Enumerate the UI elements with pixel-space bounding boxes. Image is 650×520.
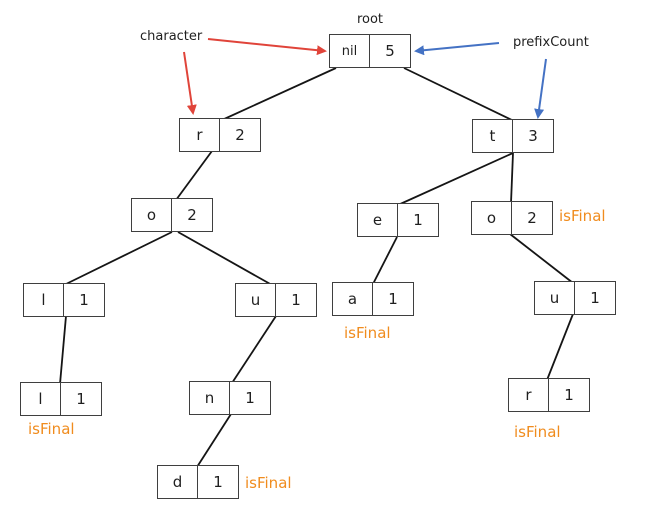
tree-edge-u-n (231, 315, 277, 384)
node-count-value: 1 (590, 288, 600, 307)
is-final-label-o-right: isFinal (559, 207, 606, 225)
is-final-label-r-leaf: isFinal (514, 423, 561, 441)
node-char-value: l (21, 383, 61, 415)
tree-edge-l-l (59, 315, 67, 385)
node-count-value: 5 (385, 41, 395, 60)
node-char-value: l (24, 284, 64, 316)
node-char-value: nil (330, 35, 370, 67)
tree-edge-o-u (177, 231, 273, 286)
node-count-value: 1 (388, 289, 398, 308)
node-char-value: o (132, 199, 172, 231)
node-count-value: 2 (187, 205, 197, 224)
trie-node-o-right: o 2 (471, 201, 553, 235)
node-count-value: 1 (213, 472, 223, 491)
tree-edges (59, 67, 574, 468)
tree-edge-o-l (63, 231, 173, 286)
trie-node-n: n 1 (189, 381, 271, 415)
node-count-value: 2 (235, 125, 245, 144)
node-count-value: 3 (528, 126, 538, 145)
trie-node-e: e 1 (357, 203, 439, 237)
trie-node-l-upper: l 1 (23, 283, 105, 317)
node-char-value: r (180, 119, 220, 151)
node-char-value: d (158, 466, 198, 498)
is-final-label-d: isFinal (245, 474, 292, 492)
tree-edge-root-t (403, 67, 515, 122)
root-label: root (356, 12, 384, 27)
trie-node-l-lower: l 1 (20, 382, 102, 416)
node-char-value: a (333, 283, 373, 315)
tree-edge-o-u2 (509, 233, 574, 284)
trie-node-r-leaf: r 1 (508, 378, 590, 412)
tree-edge-e-a (372, 236, 398, 285)
trie-node-r: r 2 (179, 118, 261, 152)
tree-edge-root-r (221, 67, 337, 121)
character-label: character (140, 29, 203, 44)
trie-node-a: a 1 (332, 282, 414, 316)
tree-edge-r-o (175, 150, 213, 201)
trie-node-u-right: u 1 (534, 281, 616, 315)
node-char-value: o (472, 202, 512, 234)
tree-edge-n-d (196, 413, 232, 468)
tree-edge-t-o (510, 152, 514, 204)
node-count-value: 1 (291, 290, 301, 309)
prefixcount-arrow-to-root (414, 42, 500, 56)
tree-edge-t-e (397, 152, 514, 206)
prefixcount-arrow-to-t (534, 58, 547, 119)
node-char-value: r (509, 379, 549, 411)
is-final-label-l-lower: isFinal (28, 420, 75, 438)
annotation-arrows (183, 38, 547, 119)
trie-node-o-left: o 2 (131, 198, 213, 232)
trie-node-t: t 3 (472, 119, 554, 153)
node-char-value: u (535, 282, 575, 314)
character-arrow-to-root (207, 38, 327, 56)
prefix-count-label: prefixCount (513, 35, 589, 50)
is-final-label-a: isFinal (344, 324, 391, 342)
node-count-value: 1 (245, 388, 255, 407)
node-count-value: 1 (413, 210, 423, 229)
trie-node-root: nil 5 (329, 34, 411, 68)
trie-node-d: d 1 (157, 465, 239, 499)
trie-node-u-left: u 1 (235, 283, 317, 317)
node-count-value: 1 (79, 290, 89, 309)
node-char-value: e (358, 204, 398, 236)
character-arrow-to-r (183, 51, 197, 115)
node-char-value: u (236, 284, 276, 316)
node-count-value: 1 (564, 385, 574, 404)
node-char-value: n (190, 382, 230, 414)
node-count-value: 1 (76, 389, 86, 408)
tree-edge-u-r (546, 313, 574, 381)
node-count-value: 2 (527, 208, 537, 227)
node-char-value: t (473, 120, 513, 152)
